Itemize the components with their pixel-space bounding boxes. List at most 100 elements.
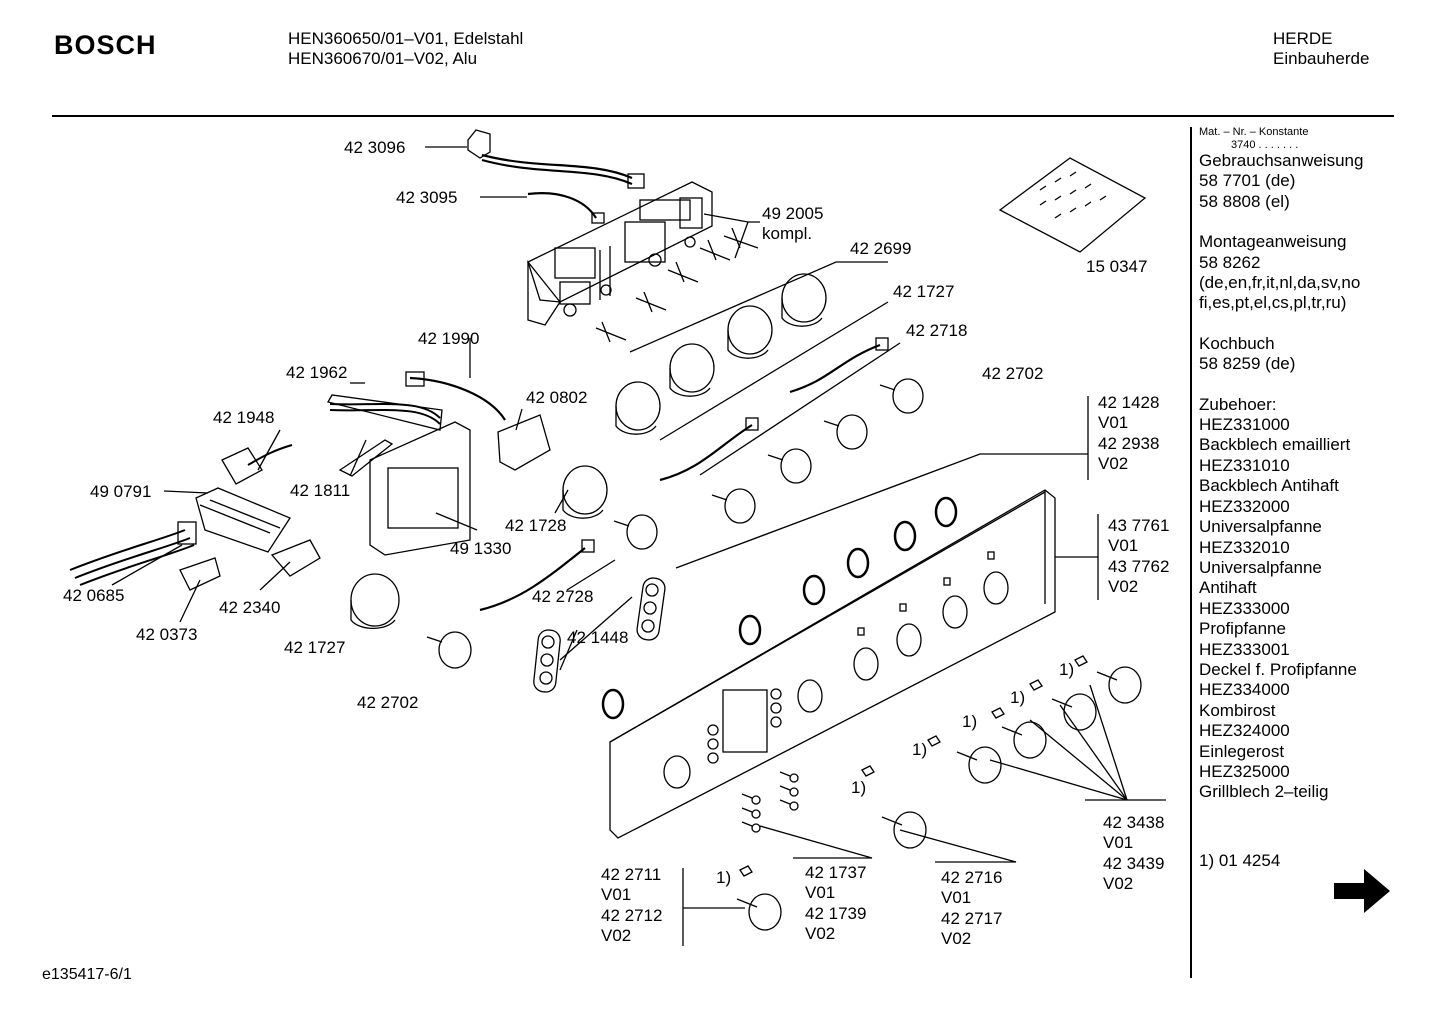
footnote-ref: 1) xyxy=(1010,688,1026,707)
gasket-strips xyxy=(533,577,666,693)
part-number: 15 0347 xyxy=(1086,257,1148,276)
part-label-437761: 43 7761 V01 43 7762 V02 xyxy=(1108,516,1169,598)
part-number: 42 1948 xyxy=(213,408,275,427)
footnote-ref: 1) xyxy=(1059,660,1075,679)
part-label-421948: 42 1948 xyxy=(213,408,274,428)
part-number: 49 1330 xyxy=(450,539,512,558)
sidebar-block-manual: Gebrauchsanweisung 58 7701 (de) 58 8808 … xyxy=(1199,151,1389,212)
model-line-1: HEN360650/01–V01, Edelstahl xyxy=(288,29,524,48)
part-note: kompl. xyxy=(762,224,813,244)
footnote-marker: 1) xyxy=(1010,688,1025,708)
part-label-490791: 49 0791 xyxy=(90,482,151,502)
wire-harness-top xyxy=(467,129,645,224)
front-knobs xyxy=(736,655,1142,931)
footnote-marker: 1) xyxy=(851,778,866,798)
sidebar-line: Universalpfanne xyxy=(1199,557,1322,577)
part-number: 42 2711 xyxy=(601,865,662,884)
part-label-422716: 42 2716 V01 42 2717 V02 xyxy=(941,868,1002,950)
part-label-421727: 42 1727 xyxy=(893,282,954,302)
part-number: 49 2005 xyxy=(762,204,824,223)
part-number: 42 0373 xyxy=(136,625,198,644)
part-number: 49 0791 xyxy=(90,482,152,501)
leader-lines xyxy=(111,146,1166,946)
sidebar-line: Einlegerost xyxy=(1199,741,1285,761)
footnote-ref: 1) xyxy=(851,778,867,797)
part-variant: V01 xyxy=(805,883,836,903)
part-number: 42 3439 xyxy=(1103,853,1165,873)
footnote-marker: 1) xyxy=(912,740,927,760)
footnote-ref: 1) xyxy=(962,712,978,731)
sidebar-line: Montageanweisung xyxy=(1199,232,1347,252)
mat-nr-label: Mat. – Nr. – Konstante xyxy=(1199,126,1309,138)
sidebar-line: Antihaft xyxy=(1199,578,1257,598)
sidebar-line: Gebrauchsanweisung xyxy=(1199,151,1364,170)
header-divider xyxy=(52,115,1394,117)
part-label-420802: 42 0802 xyxy=(526,388,587,408)
part-variant: V01 xyxy=(1108,536,1139,556)
footnote-marker: 1) xyxy=(1059,660,1074,680)
brand-logo: BOSCH xyxy=(54,30,157,60)
part-label-423095: 42 3095 xyxy=(396,188,457,208)
arrow-right-icon[interactable] xyxy=(1334,869,1390,913)
part-number: 42 2712 xyxy=(601,905,663,925)
part-number: 42 1448 xyxy=(567,628,629,647)
part-label-422728: 42 2728 xyxy=(532,587,593,607)
sidebar-line: fi,es,pt,el,cs,pl,tr,ru) xyxy=(1199,293,1347,313)
part-label-421428: 42 1428 V01 42 2938 V02 xyxy=(1098,393,1159,475)
part-label-423096: 42 3096 xyxy=(344,138,405,158)
sidebar-line: Profipfanne xyxy=(1199,619,1286,639)
wire-harness-small xyxy=(479,337,889,612)
sidebar-line: 58 8262 xyxy=(1199,252,1261,272)
part-number: 42 2702 xyxy=(982,364,1044,383)
category: HERDE Einbauherde xyxy=(1273,29,1369,69)
part-variant: V02 xyxy=(941,929,972,949)
sidebar-line: 58 8808 (el) xyxy=(1199,191,1290,211)
part-number: 42 1739 xyxy=(805,903,867,923)
sidebar-line: Zubehoer: xyxy=(1199,394,1277,414)
part-number: 42 2702 xyxy=(357,693,419,712)
part-label-422699: 42 2699 xyxy=(850,239,911,259)
part-number: 42 2728 xyxy=(532,587,594,606)
part-label-421990: 42 1990 xyxy=(418,329,479,349)
sidebar-block-accessories: Zubehoer: HEZ331000 Backblech emailliert… xyxy=(1199,395,1389,803)
trim-rings xyxy=(601,496,958,720)
part-number: 42 3096 xyxy=(344,138,406,157)
part-number: 42 1990 xyxy=(418,329,480,348)
part-number: 42 3438 xyxy=(1103,813,1165,832)
part-number: 42 2717 xyxy=(941,908,1003,928)
part-label-421737: 42 1737 V01 42 1739 V02 xyxy=(805,863,866,945)
mat-nr-value: 3740 . . . . . . . xyxy=(1231,139,1299,151)
part-number: 42 2718 xyxy=(906,321,968,340)
part-number: 42 1737 xyxy=(805,863,867,882)
part-number: 42 1811 xyxy=(290,481,351,500)
spindle-valves xyxy=(595,227,759,343)
part-label-421962: 42 1962 xyxy=(286,363,347,383)
category-line-1: HERDE xyxy=(1273,29,1333,48)
sidebar-line: HEZ324000 xyxy=(1199,721,1290,741)
part-label-421811: 42 1811 xyxy=(290,481,350,501)
sidebar-line: (de,en,fr,it,nl,da,sv,no xyxy=(1199,273,1361,293)
part-number: 42 3095 xyxy=(396,188,458,207)
knob-shafts xyxy=(426,378,924,669)
sidebar-line: HEZ331010 xyxy=(1199,455,1290,475)
part-variant: V01 xyxy=(941,888,972,908)
sidebar-line: HEZ333001 xyxy=(1199,639,1290,659)
part-number: 42 1962 xyxy=(286,363,348,382)
control-panel xyxy=(609,489,1056,839)
part-label-150347: 15 0347 xyxy=(1086,257,1147,277)
part-variant: V01 xyxy=(601,885,632,905)
footnote-marker: 1) xyxy=(716,868,731,888)
exploded-diagram xyxy=(69,129,1166,946)
sidebar-line: HEZ331000 xyxy=(1199,415,1290,435)
sidebar-line: 58 8259 (de) xyxy=(1199,354,1296,374)
part-number: 42 2716 xyxy=(941,868,1003,887)
control-module xyxy=(527,181,713,326)
part-number: 43 7762 xyxy=(1108,556,1170,576)
electronics-left xyxy=(69,371,551,591)
sidebar-line: HEZ325000 xyxy=(1199,761,1290,781)
part-number: 42 2340 xyxy=(219,598,281,617)
sidebar-block-cookbook: Kochbuch 58 8259 (de) xyxy=(1199,334,1389,375)
part-variant: V02 xyxy=(1098,454,1129,474)
sidebar-line: Universalpfanne xyxy=(1199,517,1322,537)
